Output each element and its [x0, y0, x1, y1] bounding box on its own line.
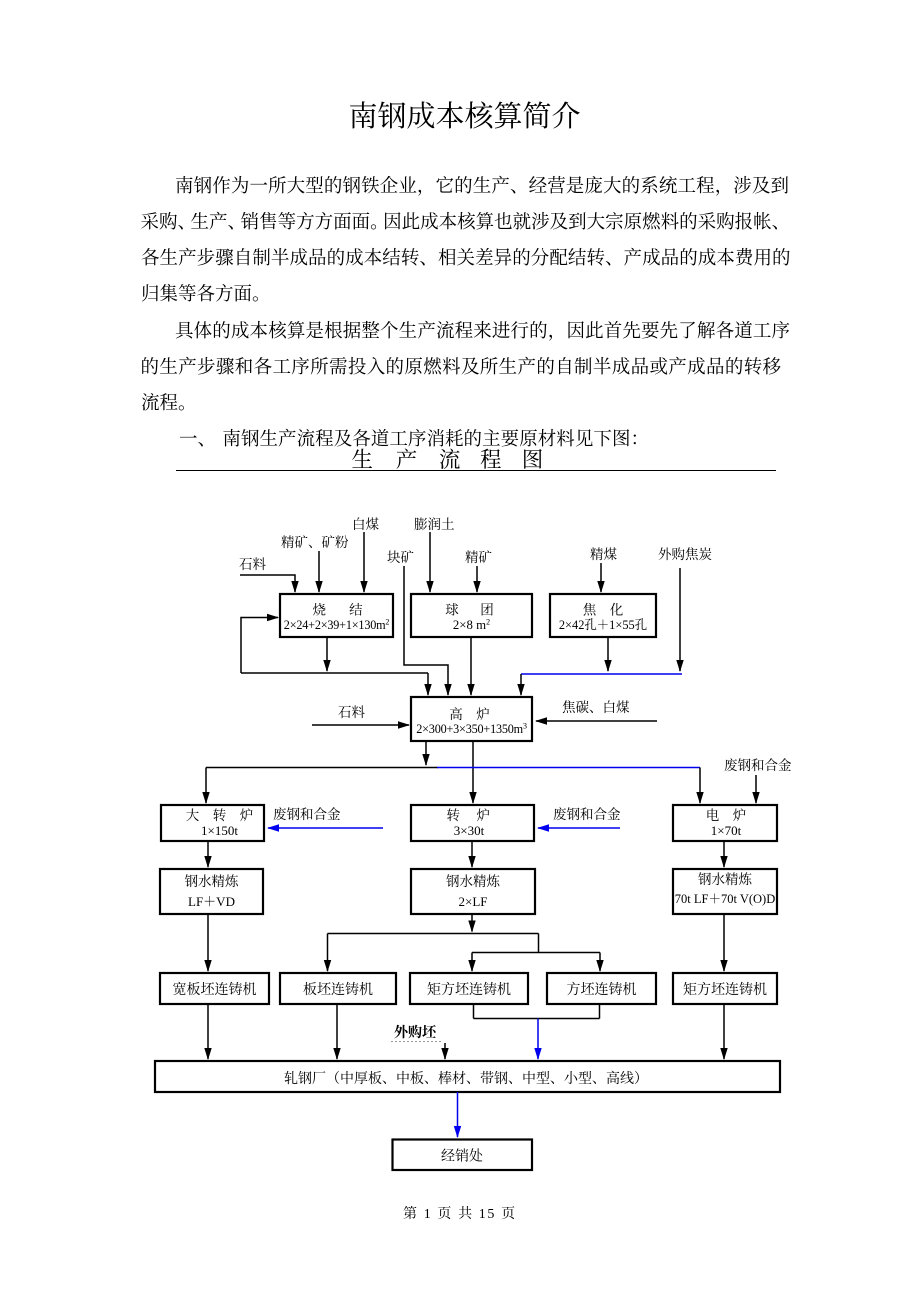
svg-text:3×30t: 3×30t: [454, 823, 485, 838]
svg-text:轧钢厂（中厚板、中板、棒材、带钢、中型、小型、高线）: 轧钢厂（中厚板、中板、棒材、带钢、中型、小型、高线）: [284, 1070, 648, 1087]
svg-text:石料: 石料: [338, 705, 365, 720]
svg-text:块矿: 块矿: [387, 550, 414, 565]
svg-text:石料: 石料: [239, 557, 266, 572]
svg-text:膨润土: 膨润土: [414, 516, 455, 532]
svg-text:烧 结: 烧 结: [313, 602, 368, 618]
svg-text:方坯连铸机: 方坯连铸机: [567, 981, 637, 998]
svg-text:外购坯: 外购坯: [394, 1024, 437, 1041]
svg-text:1×150t: 1×150t: [201, 823, 238, 838]
svg-text:高 炉: 高 炉: [449, 706, 490, 722]
svg-text:钢水精炼: 钢水精炼: [185, 873, 239, 889]
svg-text:精矿、矿粉: 精矿、矿粉: [281, 534, 349, 550]
svg-text:2×300+3×350+1350m3: 2×300+3×350+1350m3: [416, 722, 527, 737]
svg-text:白煤: 白煤: [352, 516, 379, 532]
svg-text:钢水精炼: 钢水精炼: [446, 873, 500, 889]
svg-text:2×42孔＋1×55孔: 2×42孔＋1×55孔: [559, 617, 647, 632]
svg-text:矩方坯连铸机: 矩方坯连铸机: [427, 981, 511, 998]
svg-text:钢水精炼: 钢水精炼: [698, 871, 752, 887]
svg-text:1×70t: 1×70t: [711, 823, 742, 838]
svg-text:宽板坯连铸机: 宽板坯连铸机: [173, 981, 257, 998]
svg-text:转 炉: 转 炉: [447, 808, 492, 823]
svg-text:精煤: 精煤: [590, 546, 618, 562]
svg-text:板坯连铸机: 板坯连铸机: [303, 981, 373, 998]
svg-text:废钢和合金: 废钢和合金: [553, 807, 621, 822]
svg-text:2×LF: 2×LF: [458, 894, 487, 909]
svg-text:精矿: 精矿: [465, 549, 492, 565]
svg-text:焦碳、白煤: 焦碳、白煤: [562, 699, 630, 715]
svg-text:大 转 炉: 大 转 炉: [186, 807, 254, 823]
svg-text:矩方坯连铸机: 矩方坯连铸机: [683, 981, 767, 998]
svg-text:2×8 m2: 2×8 m2: [453, 618, 490, 633]
svg-text:2×24+2×39+1×130m2: 2×24+2×39+1×130m2: [284, 618, 390, 633]
svg-text:经销处: 经销处: [441, 1148, 483, 1165]
svg-text:球 团: 球 团: [445, 603, 498, 618]
svg-text:外购焦炭: 外购焦炭: [658, 546, 712, 562]
svg-text:焦 化: 焦 化: [583, 603, 624, 618]
svg-text:电 炉: 电 炉: [706, 807, 747, 823]
svg-text:废钢和合金: 废钢和合金: [273, 807, 341, 822]
svg-text:废钢和合金: 废钢和合金: [724, 758, 792, 773]
svg-text:LF＋VD: LF＋VD: [188, 894, 235, 909]
svg-text:70t LF＋70t V(O)D: 70t LF＋70t V(O)D: [675, 892, 775, 906]
